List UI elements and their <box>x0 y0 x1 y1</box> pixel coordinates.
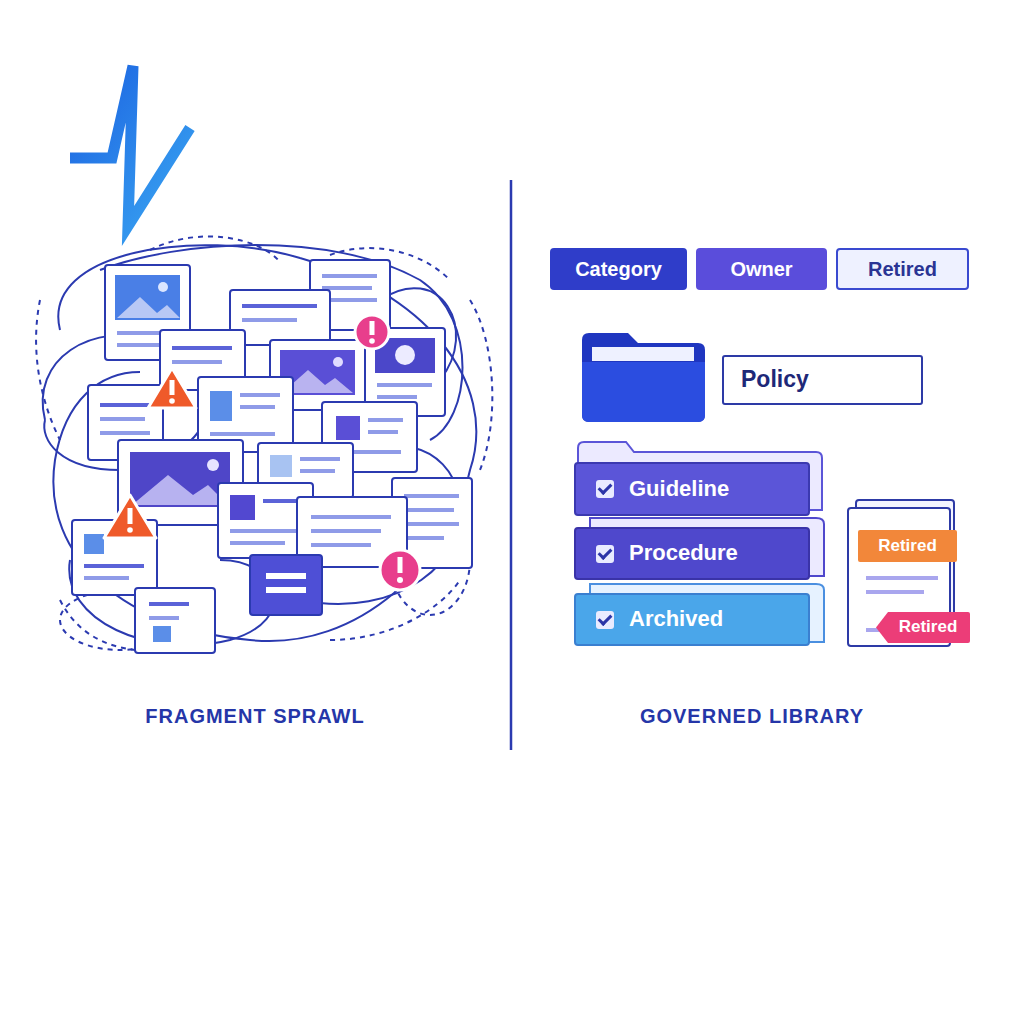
checkbox <box>596 545 614 563</box>
owner-tag: Owner <box>696 248 827 290</box>
category-tag: Category <box>550 248 687 290</box>
tangle-loops <box>36 236 492 650</box>
retired-tag: Retired <box>836 248 969 290</box>
section-label: FRAGMENT SPRAWL <box>95 705 415 728</box>
section-label: GOVERNED LIBRARY <box>592 705 912 728</box>
warning-icon <box>104 315 420 590</box>
folder-icon <box>582 333 705 422</box>
node-text: Archived <box>629 607 723 631</box>
node-text: Guideline <box>629 477 729 501</box>
node-text: Retired <box>899 618 958 637</box>
logo-mark <box>70 66 190 226</box>
node-text: Retired <box>868 258 937 280</box>
folder-bar: Procedure <box>574 527 810 580</box>
checkbox <box>596 480 614 498</box>
node-text: Policy <box>741 367 809 392</box>
doc-cards <box>72 260 472 653</box>
policy-box: Policy <box>722 355 923 405</box>
folder-bar: Guideline <box>574 462 810 516</box>
divider <box>510 180 513 750</box>
retired-tag: Retired <box>858 530 957 562</box>
node-text: Retired <box>878 537 937 556</box>
checkbox <box>596 611 614 629</box>
folder-bar: Archived <box>574 593 810 646</box>
node-text: Category <box>575 258 662 280</box>
retired-tag: Retired <box>876 612 970 643</box>
node-text: Owner <box>730 258 792 280</box>
node-text: Procedure <box>629 541 738 565</box>
